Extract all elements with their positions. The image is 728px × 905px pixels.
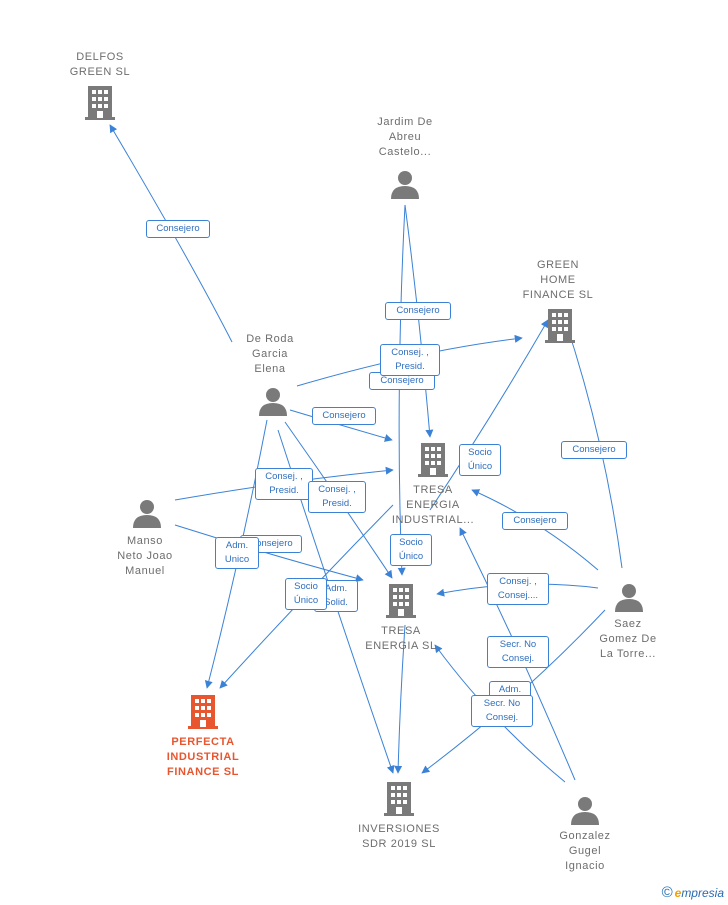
edge-label[interactable]: Socio Único (459, 444, 501, 476)
edge-label[interactable]: Consej. , Consej.... (487, 573, 549, 605)
node-label: Jardim De Abreu Castelo... (377, 116, 433, 158)
node-manso[interactable]: Manso Neto Joao Manuel (85, 498, 205, 579)
node-delfos[interactable]: DELFOS GREEN SL (40, 50, 160, 125)
node-label: GREEN HOME FINANCE SL (522, 259, 594, 301)
edge-tresa-ind-greenhome (429, 319, 549, 511)
edge-label[interactable]: Consejero (502, 512, 568, 530)
node-deroda[interactable]: De Roda Garcia Elena (210, 332, 330, 416)
edge-label[interactable]: Secr. No Consej. (471, 695, 533, 727)
edge-label[interactable]: Socio Único (285, 578, 327, 610)
edge-label[interactable]: Consejero (312, 407, 376, 425)
node-label: TRESA ENERGIA SL (365, 625, 437, 652)
edge-tresa-inversiones (394, 624, 406, 774)
node-label: Saez Gomez De La Torre... (599, 618, 657, 660)
building-icon (418, 443, 448, 477)
building-icon (85, 86, 115, 120)
edge-label[interactable]: Adm. Unico (215, 537, 259, 569)
building-icon (188, 695, 218, 729)
edge-jardim-tresa-ind (404, 204, 434, 438)
edge-label[interactable]: Consejero (146, 220, 210, 238)
person-icon (133, 500, 161, 528)
node-label: PERFECTA INDUSTRIAL FINANCE SL (166, 736, 240, 778)
edge-label[interactable]: Consej. , Presid. (308, 481, 366, 513)
building-icon (384, 782, 414, 816)
edge-jardim-tresa (397, 204, 406, 576)
building-icon (386, 584, 416, 618)
node-label: TRESA ENERGIA INDUSTRIAL... (391, 484, 475, 526)
node-label: Manso Neto Joao Manuel (117, 535, 173, 577)
edge-label[interactable]: Secr. No Consej. (487, 636, 549, 668)
edge-deroda-tresa-ind (289, 409, 393, 442)
node-saez[interactable]: Saez Gomez De La Torre... (568, 582, 688, 662)
brand-name: mpresia (681, 886, 724, 900)
node-label: Gonzalez Gugel Ignacio (559, 830, 611, 872)
edge-deroda-delfos (109, 124, 233, 343)
empresia-logo: ©empresia (662, 884, 724, 901)
edge-manso-tresa (174, 524, 364, 582)
person-icon (571, 797, 599, 825)
person-icon (615, 584, 643, 612)
edge-label[interactable]: Consejero (561, 441, 627, 459)
edge-label[interactable]: Consej. , Presid. (380, 344, 440, 376)
node-jardim[interactable]: Jardim De Abreu Castelo... (345, 115, 465, 199)
edge-label[interactable]: Adm. (489, 681, 531, 699)
brand-e: e (674, 886, 682, 900)
edge-label[interactable]: Consej. , Presid. (255, 468, 313, 500)
edge-label[interactable]: Socio Único (390, 534, 432, 566)
node-gonzalez[interactable]: Gonzalez Gugel Ignacio (525, 795, 645, 874)
person-icon (391, 171, 419, 199)
node-label: DELFOS GREEN SL (69, 51, 131, 78)
copyright-icon: © (661, 884, 673, 901)
node-label: INVERSIONES SDR 2019 SL (358, 823, 440, 850)
person-icon (259, 388, 287, 416)
edge-label[interactable]: Consejero (385, 302, 451, 320)
node-label: De Roda Garcia Elena (246, 333, 294, 375)
building-icon (545, 309, 575, 343)
